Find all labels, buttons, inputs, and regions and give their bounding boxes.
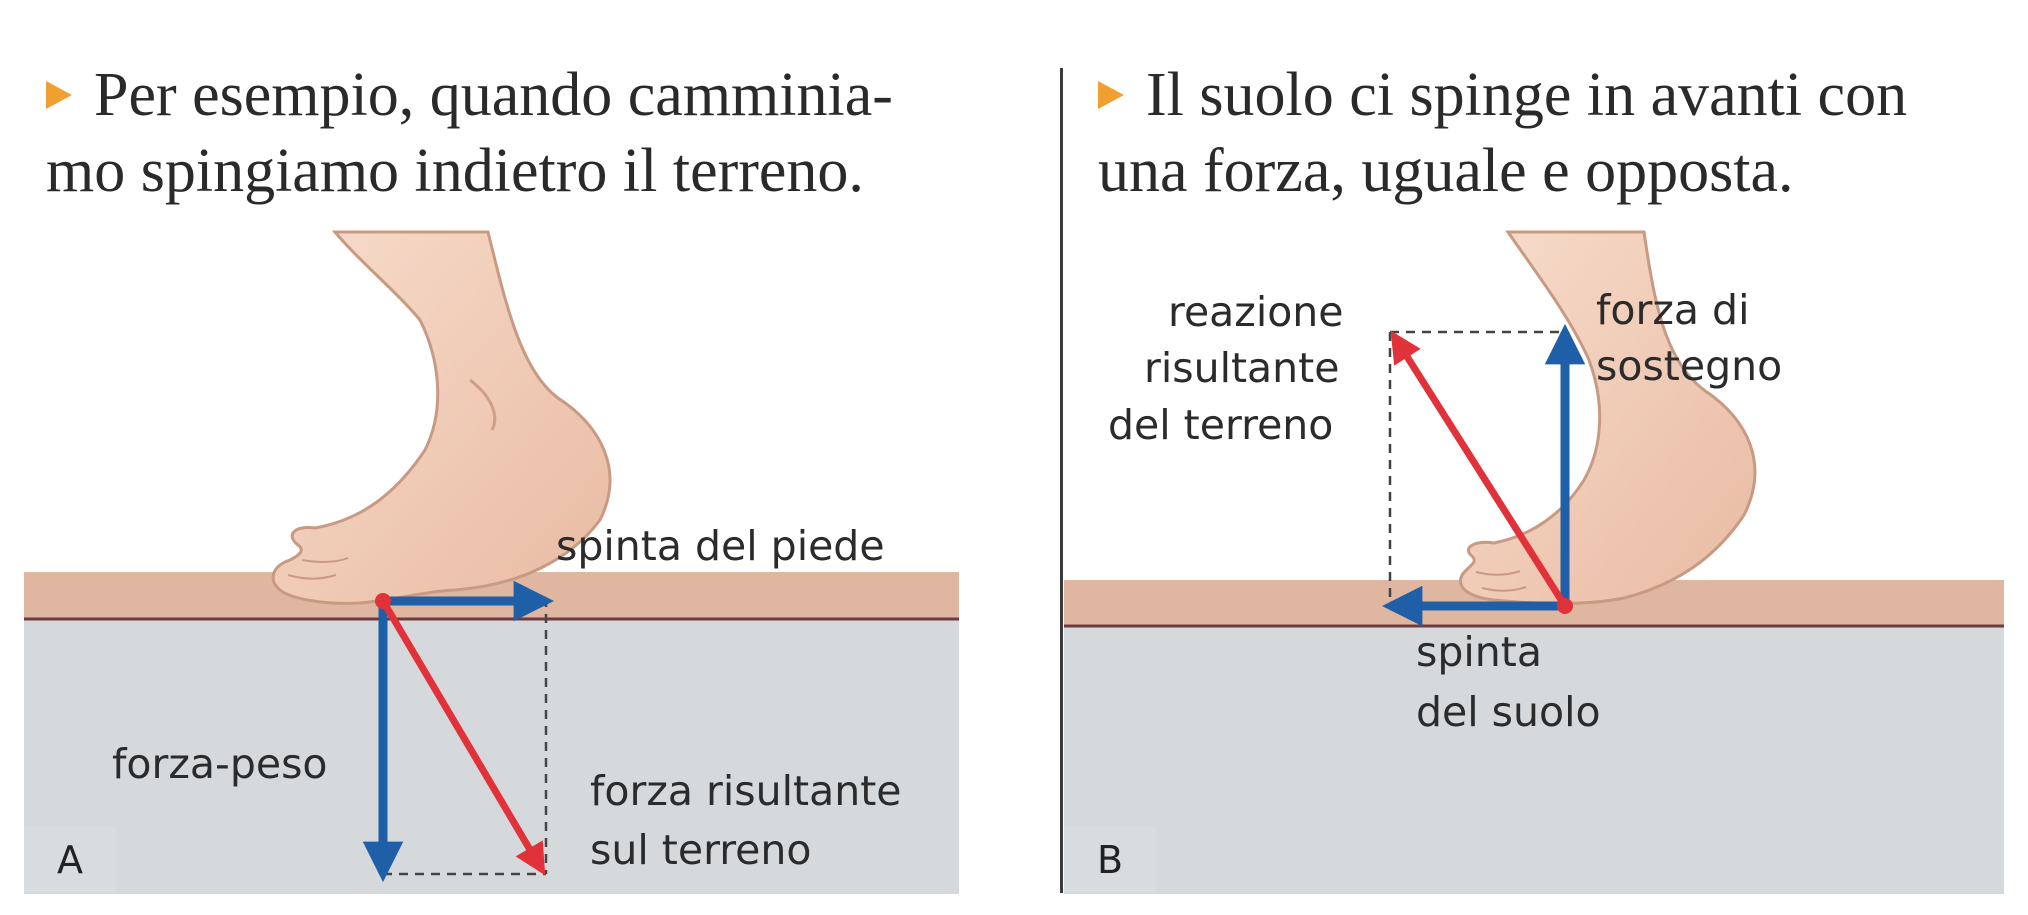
- panel-a: Per esempio, quando camminia- mo spingia…: [24, 58, 959, 894]
- panel-b: Il suolo ci spinge in avanti con una for…: [1064, 0, 2028, 915]
- label-resultant-line1: forza risultante: [590, 767, 902, 815]
- label-push-foot: spinta del piede: [556, 522, 885, 570]
- foot-illustration: [1459, 230, 1757, 605]
- label-resultant-line2: sul terreno: [590, 826, 812, 874]
- reaction-arrow: [1390, 330, 1568, 608]
- panel-a-letter: A: [24, 826, 116, 894]
- panel-b-caption-line1: Il suolo ci spinge in avanti con: [1098, 58, 1907, 133]
- foot-illustration: [271, 230, 612, 605]
- label-ground-push-line2: del suolo: [1416, 688, 1601, 736]
- ground-a: [24, 618, 959, 894]
- panel-divider: [1060, 68, 1063, 893]
- ground-b: [1064, 624, 2004, 894]
- panel-a-caption-line1: Per esempio, quando camminia-: [46, 58, 893, 133]
- label-reaction-line3: del terreno: [1108, 401, 1334, 449]
- resultant-arrow: [379, 599, 546, 876]
- bullet-triangle-icon: [1098, 81, 1124, 109]
- panel-b-caption-line2: una forza, uguale e opposta.: [1098, 137, 1794, 205]
- label-reaction-line2: risultante: [1144, 344, 1340, 392]
- panel-a-illustration: [24, 230, 959, 894]
- label-support-line1: forza di: [1596, 286, 1750, 334]
- label-weight: forza-peso: [112, 740, 328, 788]
- bullet-triangle-icon: [46, 81, 72, 109]
- label-support-line2: sostegno: [1596, 342, 1783, 390]
- label-reaction-line1: reazione: [1168, 288, 1344, 336]
- panel-b-illustration: [1064, 230, 2004, 894]
- panel-b-letter: B: [1064, 826, 1156, 894]
- label-ground-push-line1: spinta: [1416, 628, 1542, 676]
- panel-a-caption-line2: mo spingiamo indietro il terreno.: [46, 137, 864, 205]
